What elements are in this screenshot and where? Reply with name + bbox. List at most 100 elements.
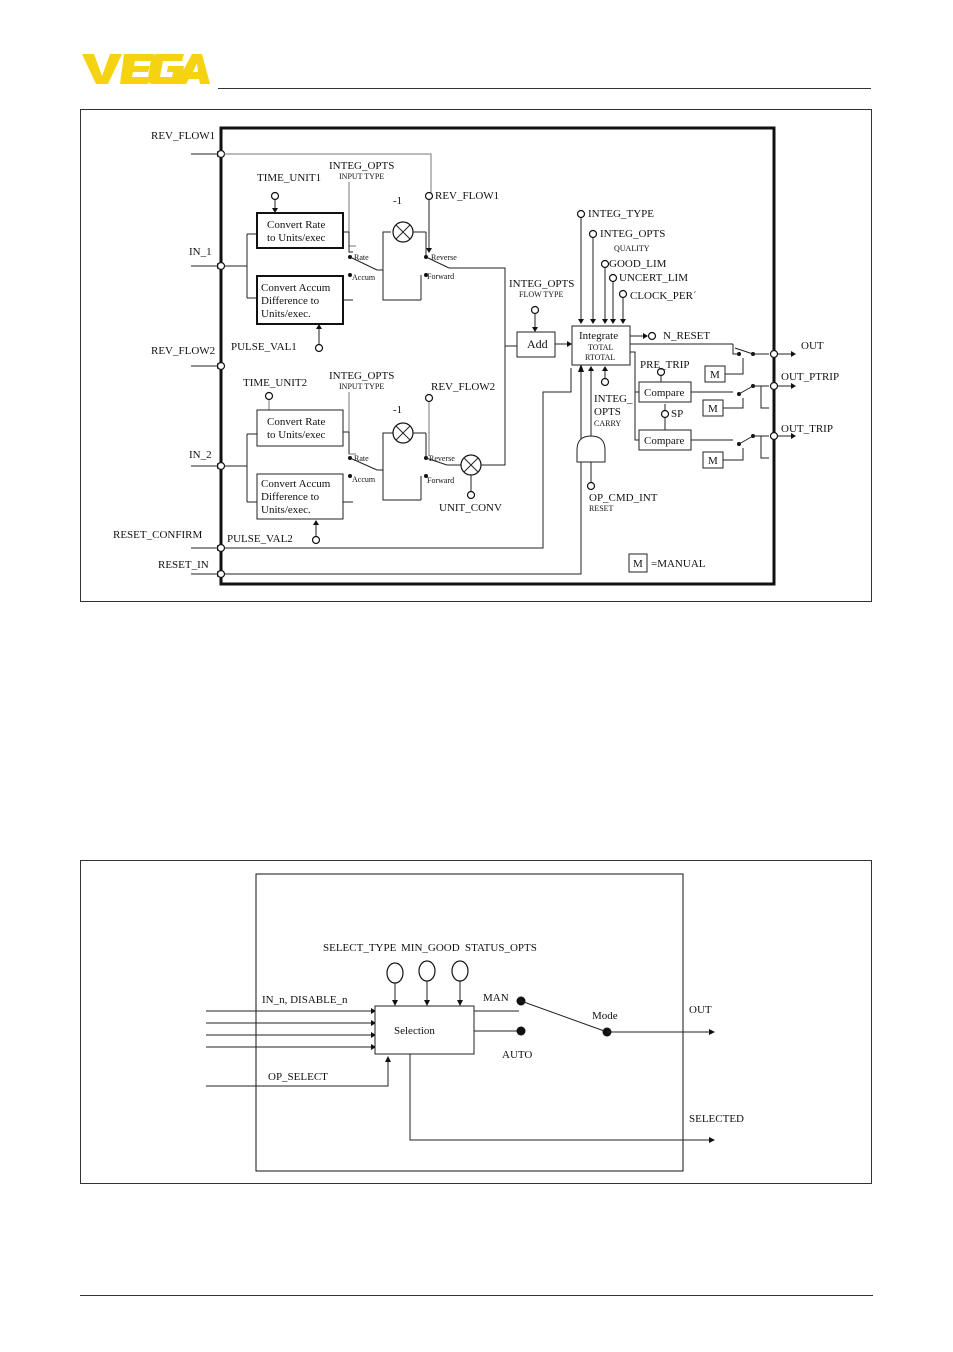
integrate-total: TOTAL: [588, 343, 614, 352]
param-pulse-val1: PULSE_VAL1: [231, 341, 297, 353]
param-quality: QUALITY: [614, 244, 650, 253]
param-time-unit2: TIME_UNIT2: [243, 377, 307, 389]
input-label-in-n-disable-n: IN_n, DISABLE_n: [262, 994, 348, 1006]
convert-rate-block-1: [256, 212, 344, 249]
auto-contact: [516, 1026, 526, 1036]
add-block-label: Add: [527, 337, 548, 351]
man-label: MAN: [483, 992, 509, 1004]
input-port-reset-in: [216, 569, 226, 579]
vega-logo: [82, 54, 210, 84]
param-minus-one-2: -1: [393, 404, 402, 416]
param-pulse-val2: PULSE_VAL2: [227, 533, 293, 545]
switch-label-accum-1: Accum: [352, 273, 376, 282]
convert-accum-2-line-2: Difference to: [261, 491, 320, 503]
integrate-rtotal: RTOTAL: [585, 353, 615, 362]
input-port-rev-flow1: [216, 149, 226, 159]
input-label-rev-flow1: REV_FLOW1: [151, 130, 215, 142]
param-n-reset: N_RESET: [663, 330, 710, 342]
switch-label-rate-2: Rate: [354, 454, 369, 463]
param-pre-trip: PRE_TRIP: [640, 359, 690, 371]
param-integ-opts-carry-2: OPTS: [594, 406, 621, 418]
selection-block: [374, 1005, 475, 1055]
output-label-out: OUT: [801, 340, 824, 352]
input-label-op-select: OP_SELECT: [268, 1071, 328, 1083]
input-label-in-1: IN_1: [189, 246, 212, 258]
footer-rule: [80, 1295, 873, 1296]
param-time-unit1: TIME_UNIT1: [257, 172, 321, 184]
switch-label-rate-1: Rate: [354, 253, 369, 262]
switch-label-forward-1: Forward: [427, 272, 454, 281]
selector-diagram: SELECT_TYPE MIN_GOOD STATUS_OPTS IN_n, D…: [206, 873, 744, 1172]
input-label-reset-confirm: RESET_CONFIRM: [113, 529, 202, 541]
selector-diagram-frame: SELECT_TYPE MIN_GOOD STATUS_OPTS IN_n, D…: [80, 860, 872, 1184]
convert-rate-block-2: [256, 409, 344, 447]
param-sp: SP: [671, 408, 683, 420]
param-rev-flow2: REV_FLOW2: [431, 381, 495, 393]
integrator-diagram: REV_FLOW1 IN_1 REV_FLOW2 IN_2 RESET_CONF…: [113, 126, 839, 586]
input-label-rev-flow2: REV_FLOW2: [151, 345, 215, 357]
param-input-type-1: INPUT TYPE: [339, 172, 384, 181]
output-label-out: OUT: [689, 1004, 712, 1016]
integrate-label: Integrate: [579, 330, 618, 342]
mode-label: Mode: [592, 1010, 618, 1022]
output-label-selected: SELECTED: [689, 1113, 744, 1125]
output-label-out-ptrip: OUT_PTRIP: [781, 371, 839, 383]
convert-accum-1-line-3: Units/exec.: [261, 308, 311, 320]
param-input-type-2: INPUT TYPE: [339, 382, 384, 391]
switch-label-accum-2: Accum: [352, 475, 376, 484]
input-port-in-2: [216, 461, 226, 471]
param-uncert-lim: UNCERT_LIM: [619, 272, 688, 284]
convert-accum-1-line-2: Difference to: [261, 295, 320, 307]
switch-label-reverse-1: Reverse: [431, 253, 457, 262]
output-port-out-trip: [769, 431, 779, 441]
convert-rate-1-line-2: to Units/exec: [267, 232, 325, 244]
param-integ-opts-flow: INTEG_OPTS: [509, 278, 574, 290]
compare-1-label: Compare: [644, 387, 684, 399]
manual-1-label: M: [710, 369, 720, 381]
param-unit-conv: UNIT_CONV: [439, 502, 502, 514]
switch-label-reverse-2: Reverse: [429, 454, 455, 463]
select-type-port: [386, 962, 404, 984]
convert-rate-2-line-2: to Units/exec: [267, 429, 325, 441]
input-port-reset-confirm: [216, 543, 226, 553]
input-port-in-1: [216, 261, 226, 271]
param-carry: CARRY: [594, 419, 621, 428]
selection-label: Selection: [394, 1025, 435, 1037]
auto-label: AUTO: [502, 1049, 532, 1061]
output-label-out-trip: OUT_TRIP: [781, 423, 833, 435]
param-rev-flow1: REV_FLOW1: [435, 190, 499, 202]
param-flow-type: FLOW TYPE: [519, 290, 563, 299]
status-opts-port: [451, 960, 469, 982]
param-op-cmd-int: OP_CMD_INT: [589, 492, 658, 504]
output-port-out-ptrip: [769, 381, 779, 391]
convert-rate-1-line-1: Convert Rate: [267, 219, 325, 231]
param-minus-one-1: -1: [393, 195, 402, 207]
convert-accum-2-line-3: Units/exec.: [261, 504, 311, 516]
input-label-reset-in: RESET_IN: [158, 559, 209, 571]
legend-symbol-text: M: [633, 558, 643, 570]
integrate-block: [571, 325, 631, 366]
manual-3-label: M: [708, 455, 718, 467]
param-select-type: SELECT_TYPE: [323, 942, 397, 954]
compare-2-label: Compare: [644, 435, 684, 447]
param-integ-opts-2: INTEG_OPTS: [329, 370, 394, 382]
convert-accum-1-line-1: Convert Accum: [261, 282, 331, 294]
switch-label-forward-2: Forward: [427, 476, 454, 485]
legend-manual-symbol: [628, 553, 648, 573]
header-rule: [218, 88, 871, 89]
param-status-opts: STATUS_OPTS: [465, 942, 537, 954]
param-reset-sub: RESET: [589, 504, 614, 513]
convert-accum-block-2: [256, 473, 344, 520]
legend-manual-text: =MANUAL: [651, 558, 706, 570]
convert-rate-2-line-1: Convert Rate: [267, 416, 325, 428]
input-label-in-2: IN_2: [189, 449, 212, 461]
param-integ-opts-quality: INTEG_OPTS: [600, 228, 665, 240]
param-integ-opts-1: INTEG_OPTS: [329, 160, 394, 172]
param-good-lim: GOOD_LIM: [609, 258, 667, 270]
vega-logo-letters: [82, 54, 210, 84]
convert-accum-block-1: [256, 275, 344, 325]
reset-or-gate: [576, 435, 606, 463]
output-port-out: [769, 349, 779, 359]
input-port-rev-flow2: [216, 361, 226, 371]
param-integ-type: INTEG_TYPE: [588, 208, 654, 220]
